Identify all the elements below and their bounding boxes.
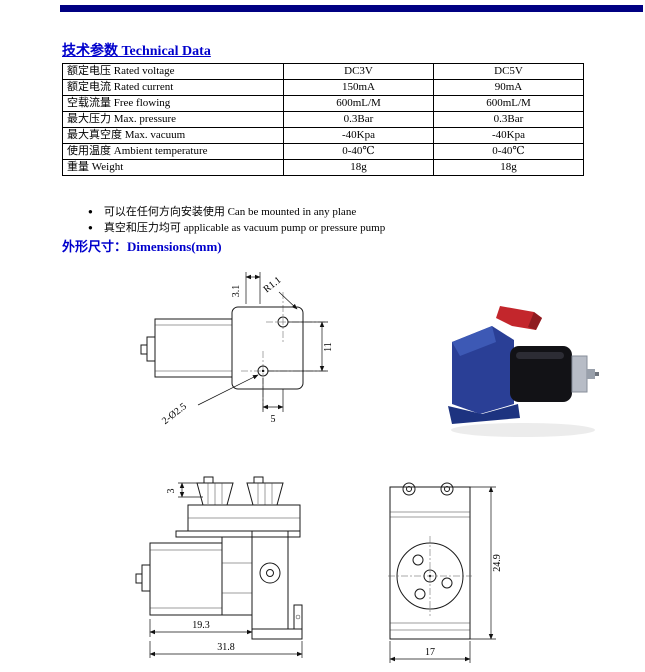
spec-value-dc3: 0-40℃ <box>283 143 434 160</box>
spec-value-dc3: 18g <box>283 159 434 176</box>
note-text: 真空和压力均可 applicable as vacuum pump or pre… <box>103 222 386 234</box>
spec-label: 额定电压 Rated voltage <box>62 63 284 80</box>
table-row: 空载流量 Free flowing 600mL/M 600mL/M <box>62 95 584 112</box>
dim-corner-radius: R1.1 <box>262 275 298 310</box>
motor-top-outline <box>140 318 233 378</box>
valve-ports <box>196 476 284 506</box>
diaphragm-circle <box>388 536 472 616</box>
spec-value-dc3: 150mA <box>283 79 434 96</box>
eccentric-bracket <box>251 530 289 630</box>
dim-port-height: 3 <box>166 482 203 498</box>
dim-total-length: 31.8 <box>149 641 303 658</box>
svg-text:3: 3 <box>166 489 177 494</box>
spec-value-dc5: 18g <box>433 159 584 176</box>
spec-value-dc3: DC3V <box>283 63 434 80</box>
spec-label: 额定电流 Rated current <box>62 79 284 96</box>
crank-housing <box>221 536 253 616</box>
note-text: 可以在任何方向安装使用 Can be mounted in any plane <box>103 206 357 218</box>
spec-label: 重量 Weight <box>62 159 284 176</box>
dim-hole-spacing-horizontal: 5 <box>262 378 284 425</box>
svg-text:11: 11 <box>323 342 334 352</box>
svg-text:3.1: 3.1 <box>231 285 242 298</box>
note-pump-type: ● 真空和压力均可 applicable as vacuum pump or p… <box>88 219 385 235</box>
table-row: 额定电流 Rated current 150mA 90mA <box>62 79 584 96</box>
svg-text:2-Ø2.5: 2-Ø2.5 <box>160 401 189 427</box>
spec-value-dc5: 0.3Bar <box>433 111 584 128</box>
pump-face-outline <box>389 482 471 640</box>
spec-value-dc5: 0-40℃ <box>433 143 584 160</box>
technical-data-title: 技术参数 Technical Data <box>62 44 211 59</box>
spec-value-dc5: -40Kpa <box>433 127 584 144</box>
front-view-drawing: 24.9 17 <box>388 482 503 663</box>
spec-value-dc5: DC5V <box>433 63 584 80</box>
dim-holes-callout: 2-Ø2.5 <box>160 374 259 427</box>
svg-text:31.8: 31.8 <box>217 642 235 653</box>
svg-text:17: 17 <box>425 647 435 658</box>
dim-motor-length: 19.3 <box>149 619 253 637</box>
spec-value-dc5: 600mL/M <box>433 95 584 112</box>
spec-label: 最大真空度 Max. vacuum <box>62 127 284 144</box>
note-mounting: ● 可以在任何方向安装使用 Can be mounted in any plan… <box>88 203 356 219</box>
table-row: 重量 Weight 18g 18g <box>62 159 584 176</box>
bullet-icon: ● <box>88 222 93 232</box>
svg-text:24.9: 24.9 <box>492 554 503 572</box>
spec-value-dc3: -40Kpa <box>283 127 434 144</box>
spec-value-dc3: 600mL/M <box>283 95 434 112</box>
spec-table: 额定电压 Rated voltage DC3V DC5V 额定电流 Rated … <box>62 63 584 176</box>
dim-body-height: 24.9 <box>470 486 503 640</box>
dimensions-title: 外形尺寸：Dimensions(mm) <box>62 239 222 254</box>
table-row: 使用温度 Ambient temperature 0-40℃ 0-40℃ <box>62 143 584 160</box>
table-row: 最大压力 Max. pressure 0.3Bar 0.3Bar <box>62 111 584 128</box>
pump-head <box>175 504 301 538</box>
svg-text:5: 5 <box>271 414 276 425</box>
product-photo <box>448 306 599 437</box>
bullet-icon: ● <box>88 206 93 216</box>
mounting-plate-outline <box>231 306 304 390</box>
mounting-foot <box>251 604 303 640</box>
spec-label: 最大压力 Max. pressure <box>62 111 284 128</box>
top-accent-bar <box>60 5 643 12</box>
table-row: 额定电压 Rated voltage DC3V DC5V <box>62 63 584 80</box>
red-clamp-lever <box>496 306 542 330</box>
pump-body <box>452 326 514 414</box>
svg-text:R1.1: R1.1 <box>262 275 284 295</box>
dim-body-width: 17 <box>389 641 471 663</box>
spec-value-dc5: 90mA <box>433 79 584 96</box>
top-view-drawing: 3.1 R1.1 11 5 2-Ø2.5 <box>140 272 334 427</box>
spec-label: 空载流量 Free flowing <box>62 95 284 112</box>
spec-label: 使用温度 Ambient temperature <box>62 143 284 160</box>
svg-text:19.3: 19.3 <box>192 620 210 631</box>
motor-end-cap <box>571 355 599 393</box>
photo-shadow <box>451 423 595 437</box>
dim-edge-offset: 3.1 <box>231 272 261 304</box>
table-row: 最大真空度 Max. vacuum -40Kpa -40Kpa <box>62 127 584 144</box>
spec-value-dc3: 0.3Bar <box>283 111 434 128</box>
motor-housing <box>510 346 572 402</box>
motor-side-outline <box>135 542 223 616</box>
dim-hole-spacing-vertical: 11 <box>268 321 334 372</box>
pump-base-plate <box>448 404 520 424</box>
side-view-drawing: 3 19.3 31.8 <box>135 476 303 658</box>
centerlines <box>241 292 328 412</box>
